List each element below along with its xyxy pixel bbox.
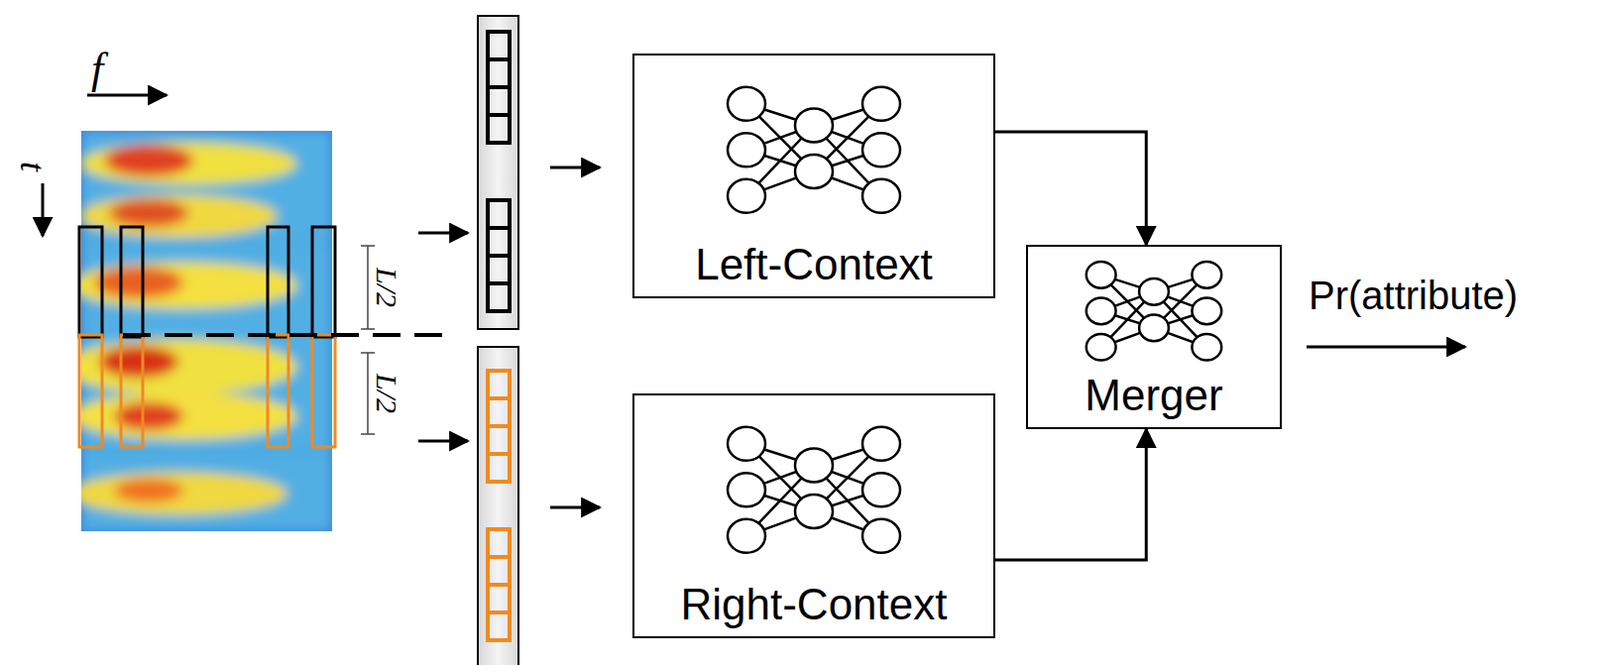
input-arrow xyxy=(418,440,468,444)
network-box: Left-Context xyxy=(632,53,996,299)
split-line xyxy=(122,333,450,338)
length-label: L/2 xyxy=(371,267,402,308)
output-label: Pr(attribute) xyxy=(1308,275,1518,316)
left-windows xyxy=(79,227,336,338)
network-box: Merger xyxy=(1026,244,1282,430)
right-windows xyxy=(79,335,336,448)
feature-arrow xyxy=(550,506,600,510)
box-label: Right-Context xyxy=(670,580,957,637)
box-label: Merger xyxy=(1074,371,1233,428)
network-box: Right-Context xyxy=(632,393,996,639)
axis-label: f xyxy=(91,47,104,92)
axis-label: t xyxy=(14,161,51,172)
feature-arrow xyxy=(550,166,600,170)
input-arrow xyxy=(418,231,468,235)
feature-vectors xyxy=(487,31,510,641)
box-label: Left-Context xyxy=(685,240,943,297)
output-arrow xyxy=(1306,345,1466,349)
time-axis xyxy=(41,183,45,236)
merge-arrow xyxy=(995,131,1146,245)
spectrogram xyxy=(81,130,333,532)
merge-arrow xyxy=(995,429,1146,561)
freq-axis xyxy=(87,94,167,98)
length-label: L/2 xyxy=(371,373,402,414)
feature-panel xyxy=(477,15,519,665)
